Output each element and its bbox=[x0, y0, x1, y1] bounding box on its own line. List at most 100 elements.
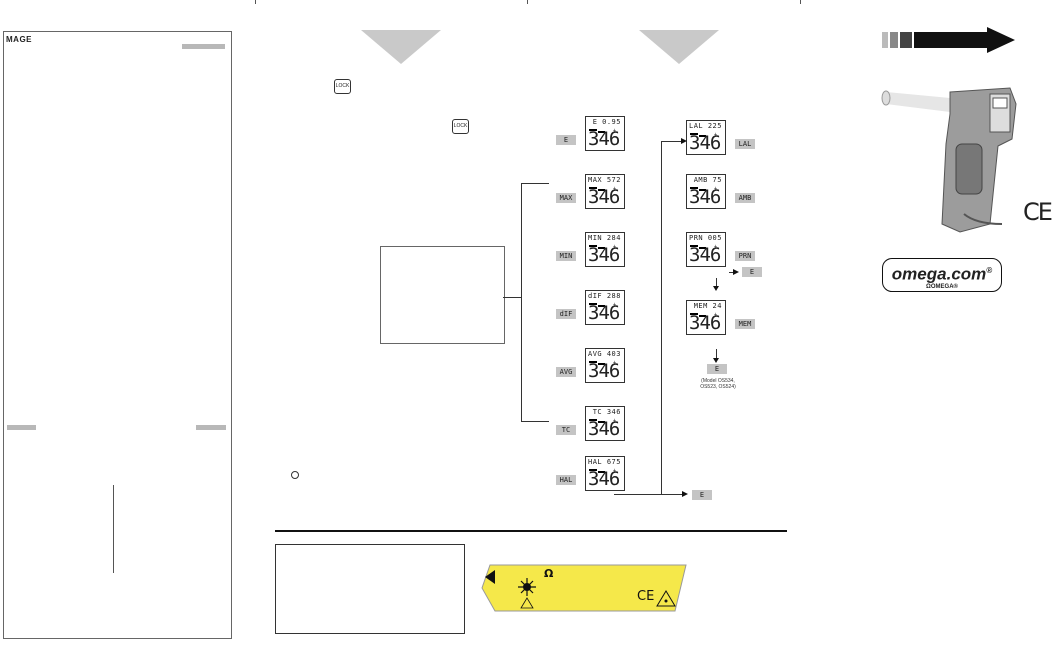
connector-line bbox=[661, 141, 682, 142]
mode-label: AMB bbox=[735, 193, 755, 203]
bullet-circle-icon bbox=[291, 471, 299, 479]
lcd-indicator: + bbox=[612, 360, 616, 366]
model-note-line2: OS523, OS524) bbox=[700, 384, 736, 390]
lcd-segment-bar bbox=[598, 247, 605, 249]
lcd-main-value: 346 bbox=[588, 128, 620, 150]
lcd-main-value: 346 bbox=[588, 418, 620, 440]
lcd-segment-bar bbox=[598, 363, 605, 365]
laser-caution-label: Ω CE bbox=[481, 564, 687, 612]
lcd-segment-bar bbox=[699, 247, 706, 249]
lcd-top-readout: HAL 675 bbox=[587, 458, 621, 466]
gray-header-bar bbox=[182, 44, 225, 49]
lcd-display: AMB 75+346 bbox=[686, 174, 726, 209]
lcd-segment-bar bbox=[690, 133, 698, 135]
lcd-main-value: 346 bbox=[588, 360, 620, 382]
text-box-blank bbox=[380, 246, 505, 344]
label-ce-mark: CE bbox=[637, 589, 654, 604]
lcd-segment-bar bbox=[589, 187, 597, 189]
lcd-display: PRN 005+346 bbox=[686, 232, 726, 267]
laser-beam-icon bbox=[886, 92, 950, 112]
lcd-display: AVG 403 +346 bbox=[585, 348, 625, 383]
lcd-indicator: + bbox=[612, 244, 616, 250]
omega-logo-text: omega.com bbox=[891, 264, 987, 284]
lcd-top-readout: MIN 284 bbox=[587, 234, 621, 242]
arrow-right-icon bbox=[681, 138, 687, 144]
fold-mark bbox=[255, 0, 256, 4]
mode-label: MAX bbox=[556, 193, 576, 203]
mode-label: TC bbox=[556, 425, 576, 435]
lcd-indicator: + bbox=[612, 186, 616, 192]
lcd-display: HAL 675+346 bbox=[585, 456, 625, 491]
lcd-segment-bar bbox=[598, 471, 605, 473]
lcd-top-readout: PRN 005 bbox=[688, 234, 722, 242]
left-page-panel bbox=[3, 31, 232, 639]
lcd-indicator: + bbox=[713, 132, 717, 138]
gray-section-bar-left bbox=[7, 425, 36, 430]
warning-triangle-icon bbox=[520, 597, 534, 609]
lcd-display: TC 346+346 bbox=[585, 406, 625, 441]
connector-line bbox=[661, 141, 662, 495]
lcd-main-value: 346 bbox=[588, 302, 620, 324]
lcd-segment-bar bbox=[598, 421, 605, 423]
omega-com-logo: omega.com® ΩOMEGA® bbox=[882, 258, 1002, 292]
mode-label: AVG bbox=[556, 367, 576, 377]
lcd-top-readout: LAL 225 bbox=[688, 122, 722, 130]
lcd-indicator: + bbox=[612, 468, 616, 474]
arrow-down-icon bbox=[713, 358, 719, 363]
lcd-segment-bar bbox=[589, 303, 597, 305]
laser-hazard-icon bbox=[656, 590, 676, 607]
connector-line bbox=[614, 494, 661, 495]
warning-text-box bbox=[275, 544, 465, 634]
lcd-top-readout: AMB 75 bbox=[693, 176, 722, 184]
end-label-e: E bbox=[692, 490, 712, 500]
lcd-segment-bar bbox=[598, 189, 605, 191]
lcd-main-value: 346 bbox=[689, 244, 721, 266]
lcd-top-readout: MEM 24 bbox=[693, 302, 722, 310]
omega-logo-sub: ΩOMEGA® bbox=[926, 283, 958, 290]
lcd-segment-bar bbox=[690, 313, 698, 315]
lcd-indicator: + bbox=[612, 128, 616, 134]
lcd-segment-bar bbox=[699, 189, 706, 191]
lcd-main-value: 346 bbox=[689, 312, 721, 334]
infrared-arrow-icon bbox=[882, 27, 1015, 53]
lcd-segment-bar bbox=[589, 245, 597, 247]
mode-label: MEM bbox=[735, 319, 755, 329]
lcd-display: LAL 225 +346 bbox=[686, 120, 726, 155]
column-divider bbox=[113, 485, 114, 573]
model-note: (Model OS534, OS523, OS524) bbox=[686, 378, 750, 390]
model-note-line1: (Model OS534, bbox=[701, 378, 735, 384]
bracket-line bbox=[521, 421, 549, 422]
connector-line bbox=[716, 278, 717, 287]
bracket-line bbox=[521, 183, 549, 184]
omega-logo-reg: ® bbox=[986, 266, 993, 275]
lcd-segment-bar bbox=[699, 315, 706, 317]
connector-line bbox=[729, 272, 733, 273]
lcd-indicator: + bbox=[713, 312, 717, 318]
lcd-main-value: 346 bbox=[689, 132, 721, 154]
label-arrow-icon bbox=[485, 570, 495, 584]
section-divider bbox=[275, 530, 787, 532]
gray-triangle-marker bbox=[361, 30, 441, 64]
mode-label: MIN bbox=[556, 251, 576, 261]
lcd-top-readout: dIF 288 bbox=[587, 292, 621, 300]
ce-mark: CE bbox=[1023, 198, 1053, 226]
laser-starburst-icon bbox=[518, 578, 536, 596]
lcd-display: MAX 572+346 bbox=[585, 174, 625, 209]
lcd-display: E 0.95 +346 bbox=[585, 116, 625, 151]
arrow-right-icon bbox=[733, 269, 739, 275]
lcd-display: MIN 284+346 bbox=[585, 232, 625, 267]
lcd-segment-bar bbox=[589, 129, 597, 131]
lcd-top-readout: E 0.95 bbox=[592, 118, 621, 126]
mode-label: E bbox=[556, 135, 576, 145]
connector-line bbox=[716, 349, 717, 359]
lcd-segment-bar bbox=[589, 361, 597, 363]
lcd-indicator: + bbox=[612, 418, 616, 424]
lock-button-icon: LOCK bbox=[452, 119, 469, 134]
lcd-main-value: 346 bbox=[689, 186, 721, 208]
lock-button-icon: LOCK bbox=[334, 79, 351, 94]
gray-section-bar-right bbox=[196, 425, 226, 430]
arrow-down-icon bbox=[713, 286, 719, 291]
lcd-top-readout: AVG 403 bbox=[587, 350, 621, 358]
arrow-right-icon bbox=[682, 491, 688, 497]
lcd-main-value: 346 bbox=[588, 186, 620, 208]
